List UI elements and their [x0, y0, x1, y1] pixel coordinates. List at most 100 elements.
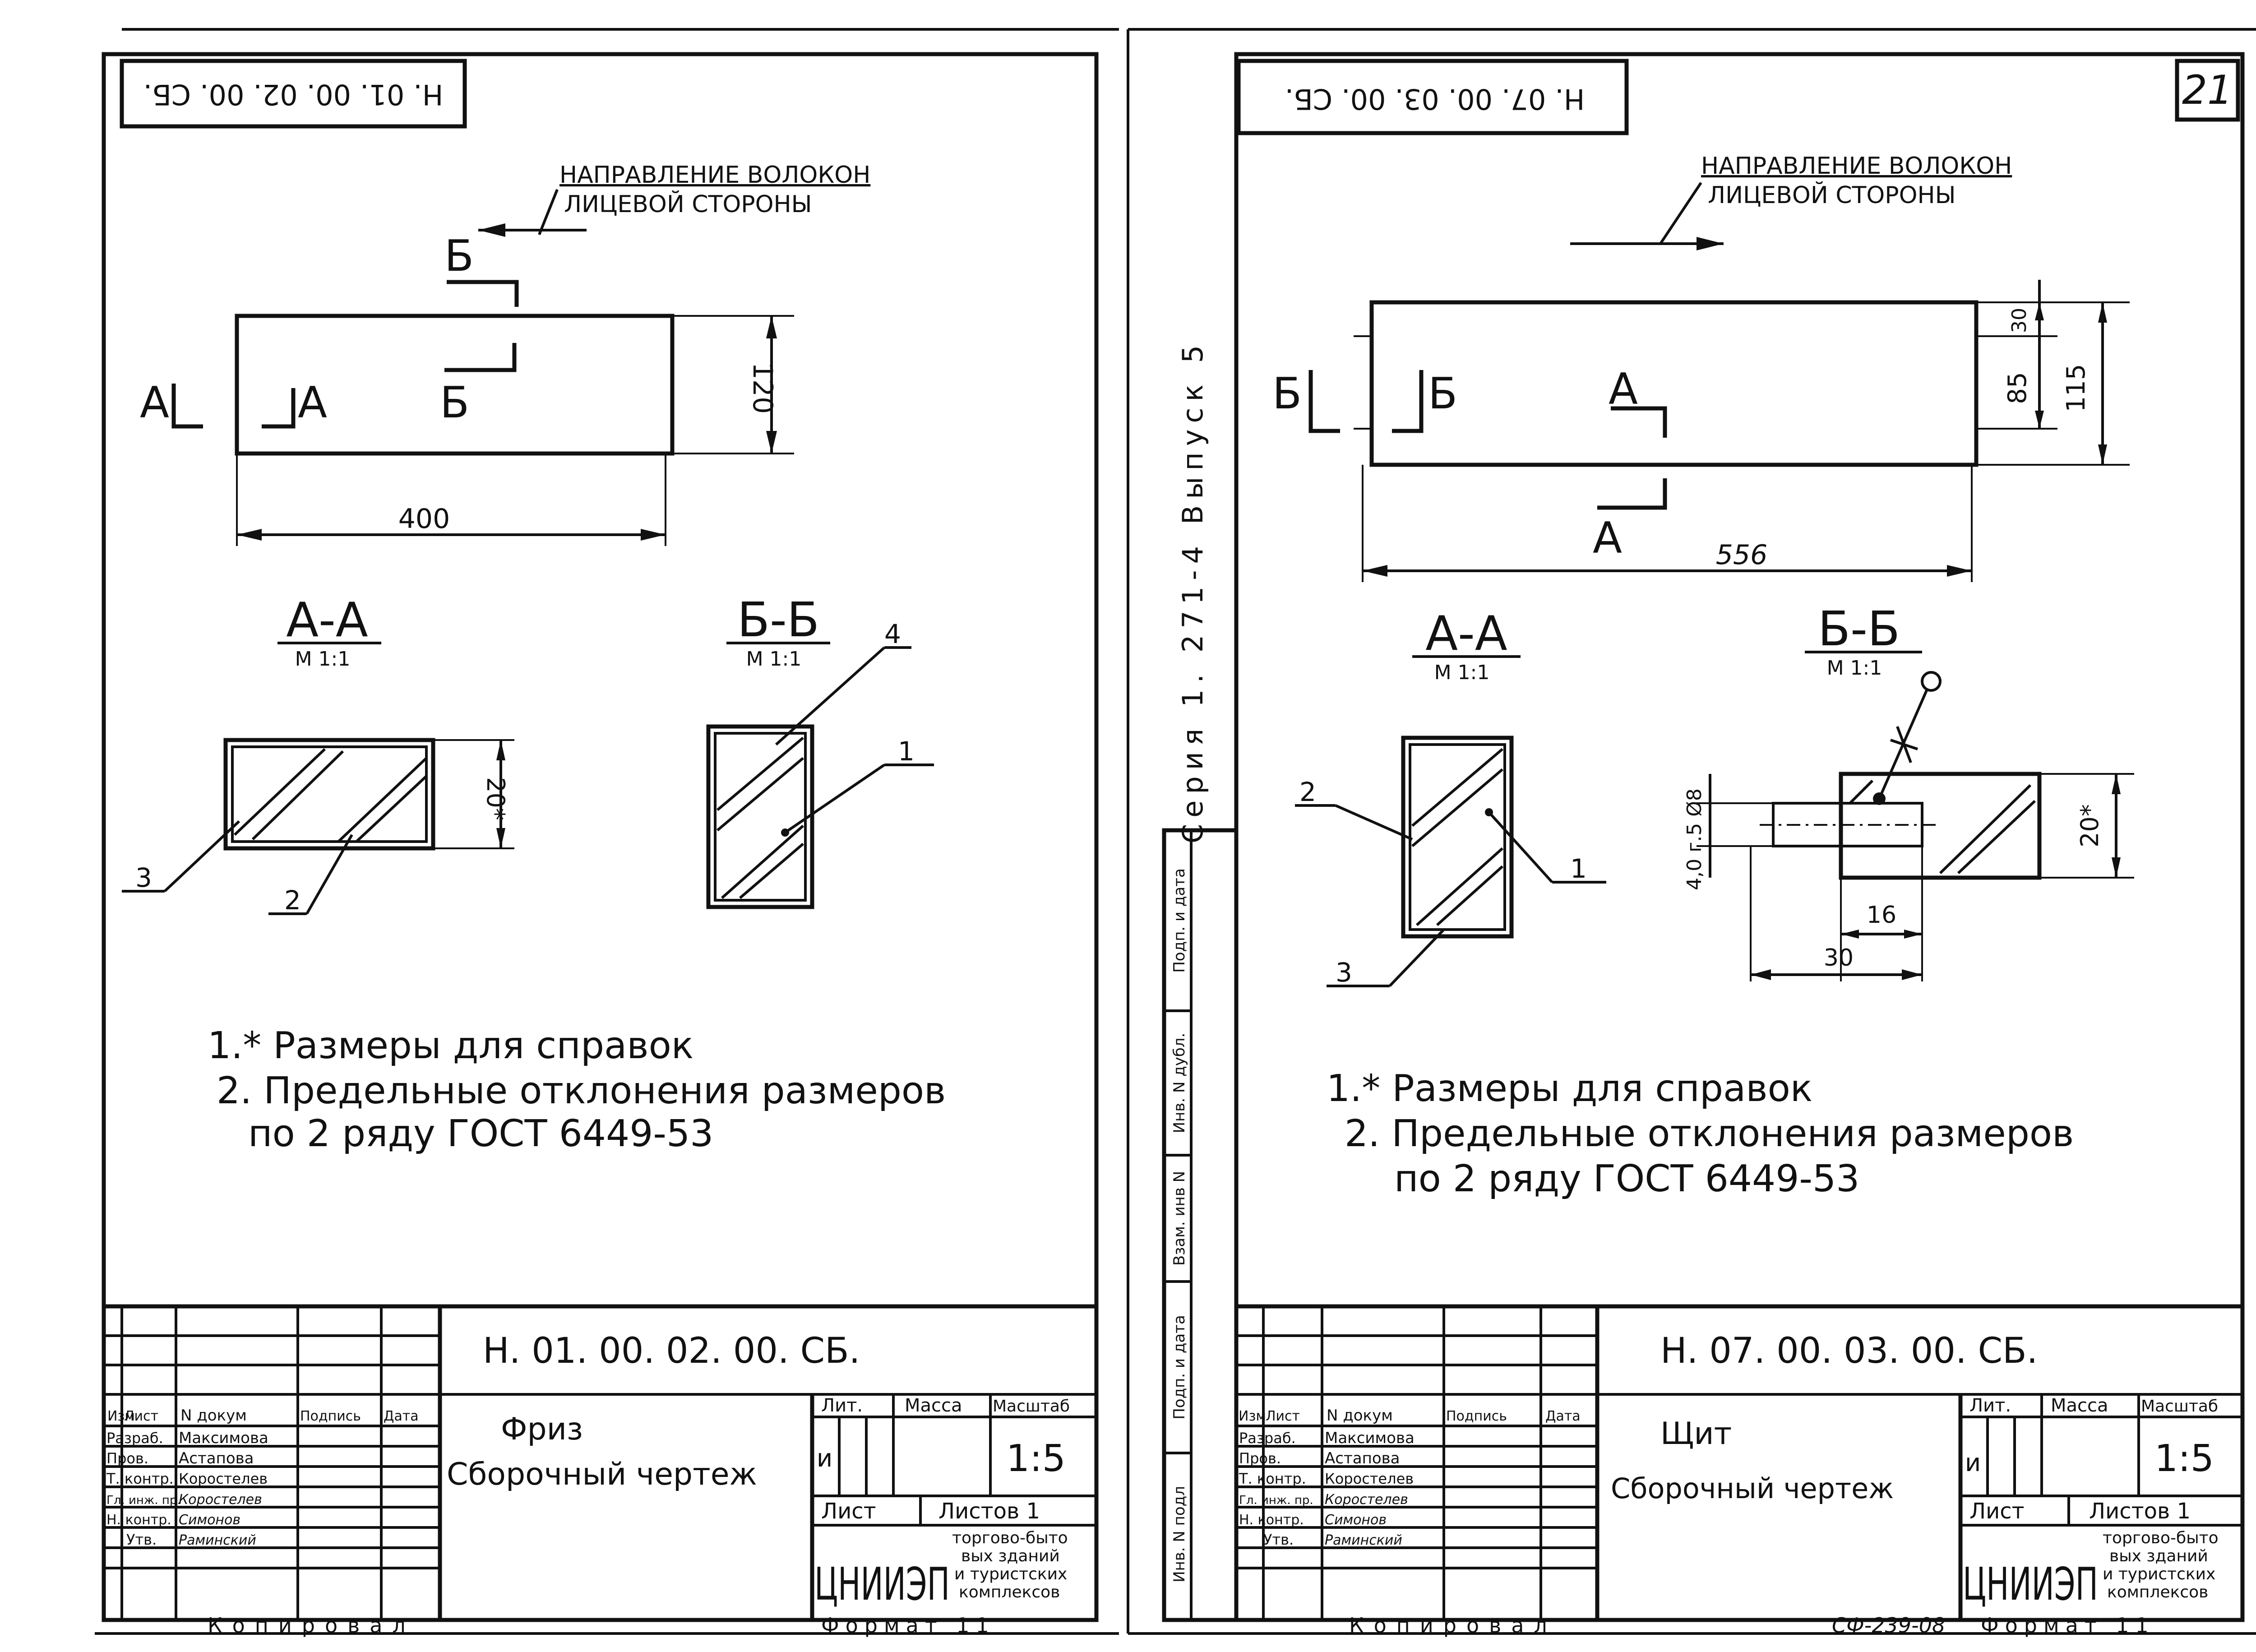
title-block-left: Изм Лист N докум Подпись Дата Разраб. Пр… [104, 1304, 1096, 1638]
col-ndokum: N докум [180, 1407, 247, 1425]
dim-height: 120 [747, 362, 778, 414]
tb-name-2-right: Сборочный чертеж [1611, 1472, 1894, 1505]
tb-sheet-label-right: Лист [1969, 1499, 2025, 1524]
note-2: 2. Предельные отклонения размеров [217, 1069, 946, 1112]
tb-lit-label-right: Лит. [1969, 1395, 2011, 1416]
section-aa-title-right: А-А [1425, 606, 1507, 661]
person-3: Коростелев [179, 1470, 268, 1487]
shield-plan [1369, 300, 1979, 467]
person-1-right: Максимова [1325, 1429, 1415, 1447]
person-2-right: Астапова [1325, 1449, 1400, 1467]
section-bb-title-right: Б-Б [1818, 602, 1900, 657]
col-list: Лист [124, 1408, 158, 1424]
col-izm: Изм [107, 1408, 135, 1424]
section-bb-scale: М 1:1 [746, 648, 802, 671]
col-list-right: Лист [1266, 1408, 1300, 1424]
callout-1: 1 [898, 736, 915, 767]
tb-format: Формат 11 [821, 1613, 995, 1638]
section-bb-scale-right: М 1:1 [1827, 657, 1882, 680]
fiber-face-label-right: ЛИЦЕВОЙ СТОРОНЫ [1708, 181, 1956, 209]
role-utv: Утв. [126, 1531, 157, 1548]
callout-4: 4 [884, 619, 901, 649]
person-6: Раминский [179, 1532, 256, 1548]
tb-scale-value-right: 1:5 [2154, 1437, 2214, 1480]
col-izm-right: Изм [1239, 1408, 1266, 1424]
fiber-direction-label: НАПРАВЛЕНИЕ ВОЛОКОН [559, 162, 870, 189]
role-prov: Пров. [106, 1450, 148, 1467]
top-code: Н. 01. 00. 02. 00. СБ. [143, 78, 444, 111]
tb-copied-right: Копировал [1349, 1613, 1557, 1638]
page-number-box [2175, 59, 2240, 122]
tb-name-1: Фриз [501, 1411, 583, 1447]
cut-a-bottom-right: А [1593, 514, 1622, 563]
top-code-box [120, 59, 467, 129]
dim-30-top: 30 [2008, 308, 2031, 333]
tb-mass-label: Масса [905, 1395, 962, 1416]
title-block-right: Изм Лист N докум Подпись Дата Разраб. Пр… [1236, 1304, 2242, 1638]
tb-sheets-label: Листов 1 [938, 1499, 1040, 1524]
series-label: Серия 1. 271-4 Выпуск 5 [1176, 339, 1209, 843]
side-stamp-vzam: Взам. инв N [1170, 1171, 1188, 1266]
dim-thickness-right: 20* [2076, 804, 2104, 847]
person-2: Астапова [179, 1449, 254, 1467]
side-stamp-podp-2: Подп. и дата [1170, 868, 1188, 973]
note-3-right: по 2 ряду ГОСТ 6449-53 [1394, 1157, 1859, 1200]
side-column: Серия 1. 271-4 Выпуск 5 Инв. N подл Подп… [1162, 339, 1239, 1622]
tb-org-desc-2: вых зданий [961, 1547, 1060, 1565]
callout-3-right: 3 [1336, 957, 1352, 988]
tb-org: ЦНИИЭП [814, 1558, 950, 1610]
dim-85: 85 [2003, 372, 2032, 404]
tb-format-right: Формат 11 [1981, 1613, 2155, 1638]
section-aa-scale-right: М 1:1 [1434, 661, 1490, 684]
person-3-right: Коростелев [1325, 1470, 1414, 1487]
top-code-right: Н. 07. 00. 03. 00. СБ. [1285, 83, 1585, 116]
role-glinzh-right: Гл. инж. пр. [1239, 1494, 1313, 1507]
callout-1-right: 1 [1570, 853, 1587, 884]
col-ndokum-right: N докум [1327, 1407, 1393, 1425]
dim-length: 400 [398, 503, 450, 535]
col-data: Дата [384, 1408, 419, 1424]
note-1-right: 1.* Размеры для справок [1327, 1067, 1812, 1110]
tb-name-2: Сборочный чертеж [447, 1457, 757, 1492]
tb-org-desc-1: торгово-быто [952, 1529, 1068, 1547]
role-nkontr: Н. контр. [106, 1512, 171, 1528]
tb-copied: Копировал [208, 1613, 416, 1638]
tb-sheets-label-right: Листов 1 [2089, 1499, 2191, 1524]
fiber-direction-label-right: НАПРАВЛЕНИЕ ВОЛОКОН [1701, 153, 2012, 180]
person-4-right: Коростелев [1325, 1492, 1408, 1508]
top-code-box-right [1236, 59, 1629, 135]
role-razrab: Разраб. [106, 1430, 163, 1447]
person-4: Коростелев [179, 1492, 262, 1508]
tb-lit-value: и [817, 1444, 832, 1472]
dim-30: 30 [1824, 944, 1854, 972]
tb-code-right: Н. 07. 00. 03. 00. СБ. [1660, 1331, 2038, 1371]
tb-org-desc-4-right: комплексов [2107, 1583, 2208, 1601]
col-data-right: Дата [1545, 1408, 1581, 1424]
section-bb [706, 724, 814, 909]
tb-org-desc-2-right: вых зданий [2109, 1547, 2208, 1565]
dim-16: 16 [1867, 902, 1896, 929]
note-2-right: 2. Предельные отклонения размеров [1345, 1112, 2074, 1155]
tb-org-right: ЦНИИЭП [1963, 1558, 2098, 1610]
cut-a-top-right: А [1609, 365, 1638, 414]
side-stamp-inv: Инв. N подл [1170, 1486, 1188, 1583]
tb-code: Н. 01. 00. 02. 00. СБ. [483, 1331, 860, 1371]
tb-name-1-right: Щит [1660, 1416, 1732, 1452]
note-1: 1.* Размеры для справок [208, 1024, 693, 1067]
cut-a-left: А [140, 378, 169, 428]
person-6-right: Раминский [1325, 1532, 1402, 1548]
dim-length-right: 556 [1716, 539, 1768, 571]
tb-org-desc-3: и туристских [954, 1565, 1067, 1583]
cut-b-mid: Б [440, 378, 469, 428]
note-3: по 2 ряду ГОСТ 6449-53 [248, 1112, 713, 1155]
page-number: 21 [2182, 67, 2233, 113]
tb-sheet-label: Лист [821, 1499, 876, 1524]
dim-height-right: 115 [2062, 364, 2091, 412]
callout-2: 2 [284, 885, 301, 916]
right-sheet: Н. 07. 00. 03. 00. СБ. 21 НАПРАВЛЕНИЕ ВО… [1236, 59, 2242, 1638]
dim-thickness: 20* [481, 777, 510, 820]
side-stamp-dubl: Инв. N дубл. [1170, 1033, 1188, 1134]
tb-org-desc-4: комплексов [959, 1583, 1060, 1601]
cut-b-top: Б [444, 231, 474, 281]
